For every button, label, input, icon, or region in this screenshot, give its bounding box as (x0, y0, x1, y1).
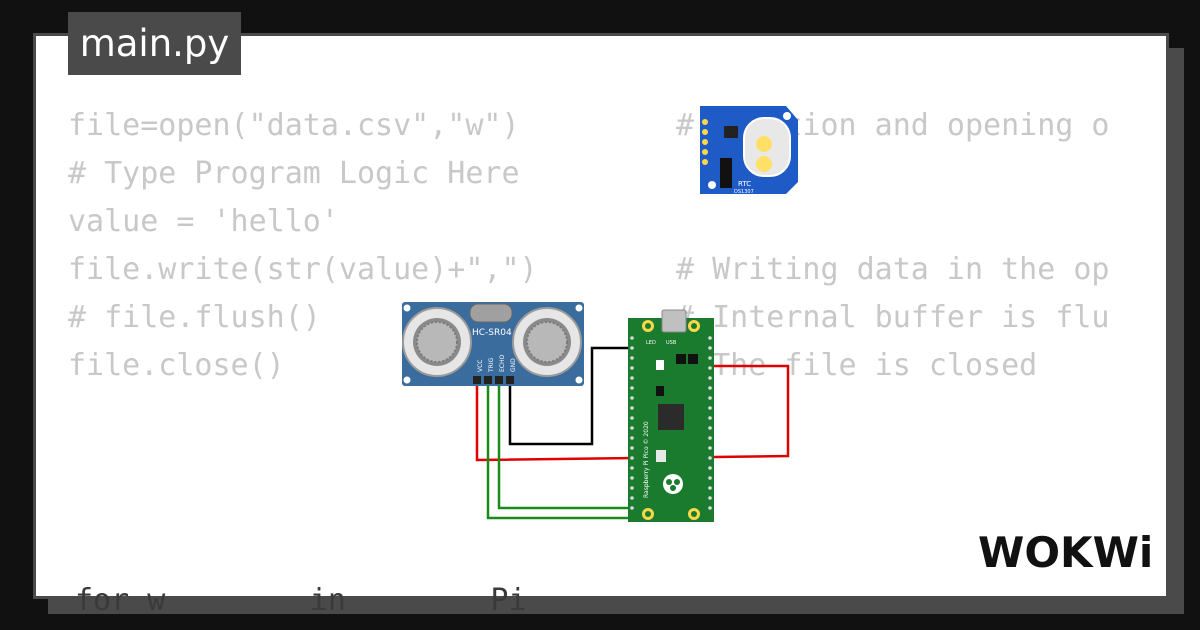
svg-text:GND: GND (510, 358, 517, 372)
svg-text:DS1307: DS1307 (734, 189, 754, 195)
sensor-label: HC-SR04 (472, 328, 512, 338)
code-line-5: # file.flush() (68, 300, 321, 335)
pico-pins (630, 336, 712, 510)
svg-text:TRIG: TRIG (488, 357, 495, 373)
code-line-6: file.close() (68, 348, 285, 383)
wire-green-echo (497, 386, 636, 510)
wire-red (475, 364, 790, 462)
svg-text:ECHO: ECHO (499, 355, 506, 372)
code-line-partial: for w in Pi (75, 586, 527, 616)
wire-green-trig (486, 386, 636, 520)
wire-black (508, 346, 636, 446)
code-comment-4: # Writing data in the op (676, 252, 1110, 287)
wokwi-logo-text: WOKWi (978, 528, 1150, 577)
svg-text:VCC: VCC (477, 360, 484, 372)
raspberry-logo-icon (663, 474, 683, 494)
file-tab-main-py[interactable]: main.py (68, 12, 241, 75)
svg-text:LED: LED (646, 340, 656, 346)
ultrasonic-sensor[interactable]: HC-SR04 VCC TRIG ECHO GND (402, 302, 584, 386)
circuit-diagram: HC-SR04 VCC TRIG ECHO GND RTC (402, 106, 798, 522)
svg-text:Raspberry Pi Pico © 2020: Raspberry Pi Pico © 2020 (643, 421, 650, 498)
svg-text:RTC: RTC (738, 180, 751, 188)
code-line-4: file.write(str(value)+",") (68, 252, 538, 287)
svg-text:USB: USB (666, 340, 677, 346)
project-preview-card: file=open("data.csv","w") # Type Program… (33, 33, 1169, 599)
rtc-module[interactable]: RTC DS1307 (700, 106, 798, 195)
code-line-3: value = 'hello' (68, 204, 339, 239)
raspberry-pi-pico[interactable]: LED USB Raspberry Pi Pico © 2020 (628, 309, 714, 522)
wokwi-logo: WOKWi (978, 528, 1150, 577)
wires (475, 346, 790, 520)
code-line-2: # Type Program Logic Here (68, 156, 520, 191)
code-line-1: file=open("data.csv","w") (68, 108, 520, 143)
